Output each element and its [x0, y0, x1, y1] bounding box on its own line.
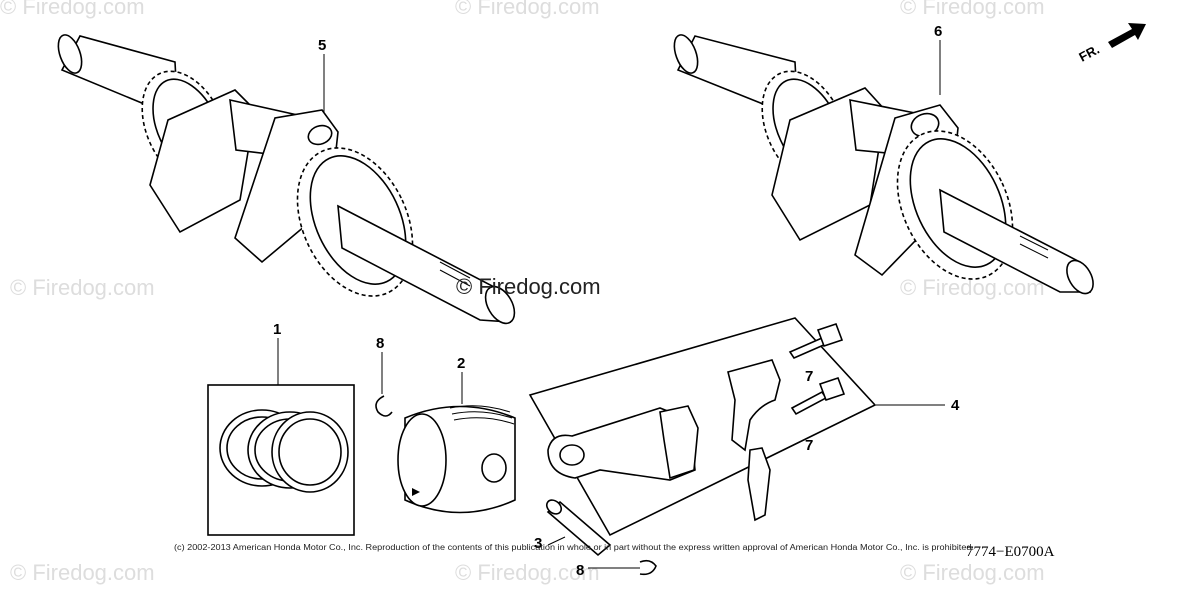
callout-4: 4: [951, 397, 960, 414]
callout-6: 6: [934, 23, 942, 40]
watermark-bottom-right: © Firedog.com: [900, 560, 1045, 585]
copyright-notice: (c) 2002-2013 American Honda Motor Co., …: [174, 543, 974, 552]
watermark-mid-left: © Firedog.com: [10, 275, 155, 300]
watermark-top-right: © Firedog.com: [900, 0, 1045, 19]
fr-label: FR.: [1076, 42, 1102, 65]
callout-8-lower: 8: [576, 562, 584, 579]
callout-2: 2: [457, 355, 465, 372]
con-rod-box: [528, 317, 877, 537]
bolt-lower: [790, 376, 846, 416]
leader-lines: [277, 40, 945, 569]
watermark-bottom-left: © Firedog.com: [10, 560, 155, 585]
circlip-upper: [375, 395, 393, 417]
piston-ring-set: [207, 384, 355, 536]
watermark-layer: © Firedog.com © Firedog.com © Firedog.co…: [0, 0, 1045, 585]
circlip-lower: [639, 559, 657, 576]
watermark-bottom-center: © Firedog.com: [455, 560, 600, 585]
ring-set-box: [207, 384, 355, 536]
piston: [397, 405, 516, 514]
callout-7-upper: 7: [805, 368, 813, 385]
callout-3: 3: [534, 535, 542, 552]
fr-direction-indicator: FR.: [1076, 23, 1146, 65]
crankshaft-right: [673, 34, 1094, 295]
piston-pin: [545, 499, 612, 557]
fr-arrow-icon: [1108, 23, 1146, 48]
callout-5: 5: [318, 37, 326, 54]
diagram-part-number: 7774−E0700A: [966, 544, 1055, 560]
connecting-rod-set: [528, 317, 877, 537]
watermark-center: © Firedog.com: [456, 274, 601, 299]
bolt-upper: [788, 322, 844, 360]
watermark-top-left: © Firedog.com: [0, 0, 145, 19]
callout-numbers: 5 6 1 8 2 7 4 7 3 8: [273, 23, 960, 579]
callout-8-upper: 8: [376, 335, 384, 352]
crankshaft-left: [57, 34, 516, 325]
callout-1: 1: [273, 321, 281, 338]
watermark-top-center: © Firedog.com: [455, 0, 600, 19]
callout-7-lower: 7: [805, 437, 813, 454]
